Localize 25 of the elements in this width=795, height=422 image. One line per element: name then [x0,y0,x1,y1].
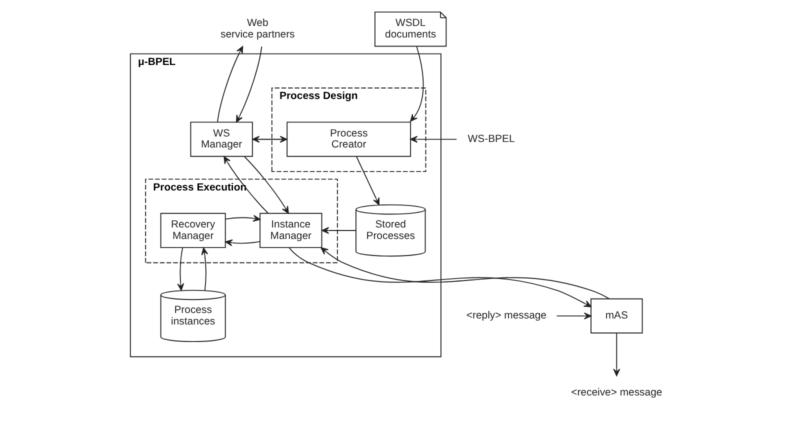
node-box: mAS [590,298,643,334]
arrow [225,239,260,246]
arrow [224,156,269,214]
node-box: Instance Manager [260,212,322,248]
arrow [177,247,184,291]
arrow [322,227,356,234]
node-box: Process Creator [286,122,412,157]
arrow [410,46,424,122]
node-box: WS Manager [190,122,253,157]
node-text: WS-BPEL [468,134,515,145]
node-text: <receive> message [571,388,662,399]
arrow [556,312,592,320]
node-box: Recovery Manager [160,212,226,248]
arrow [410,136,458,143]
arrow [244,156,289,214]
arrow [320,247,610,300]
arrow [613,332,620,376]
arrow [356,156,380,206]
arrow [201,247,208,291]
arrow [217,46,244,123]
arrow [225,214,260,222]
arrow [288,247,592,308]
arrow [236,46,262,123]
node-text: Web service partners [220,18,295,40]
node-text: <reply> message [466,310,547,322]
